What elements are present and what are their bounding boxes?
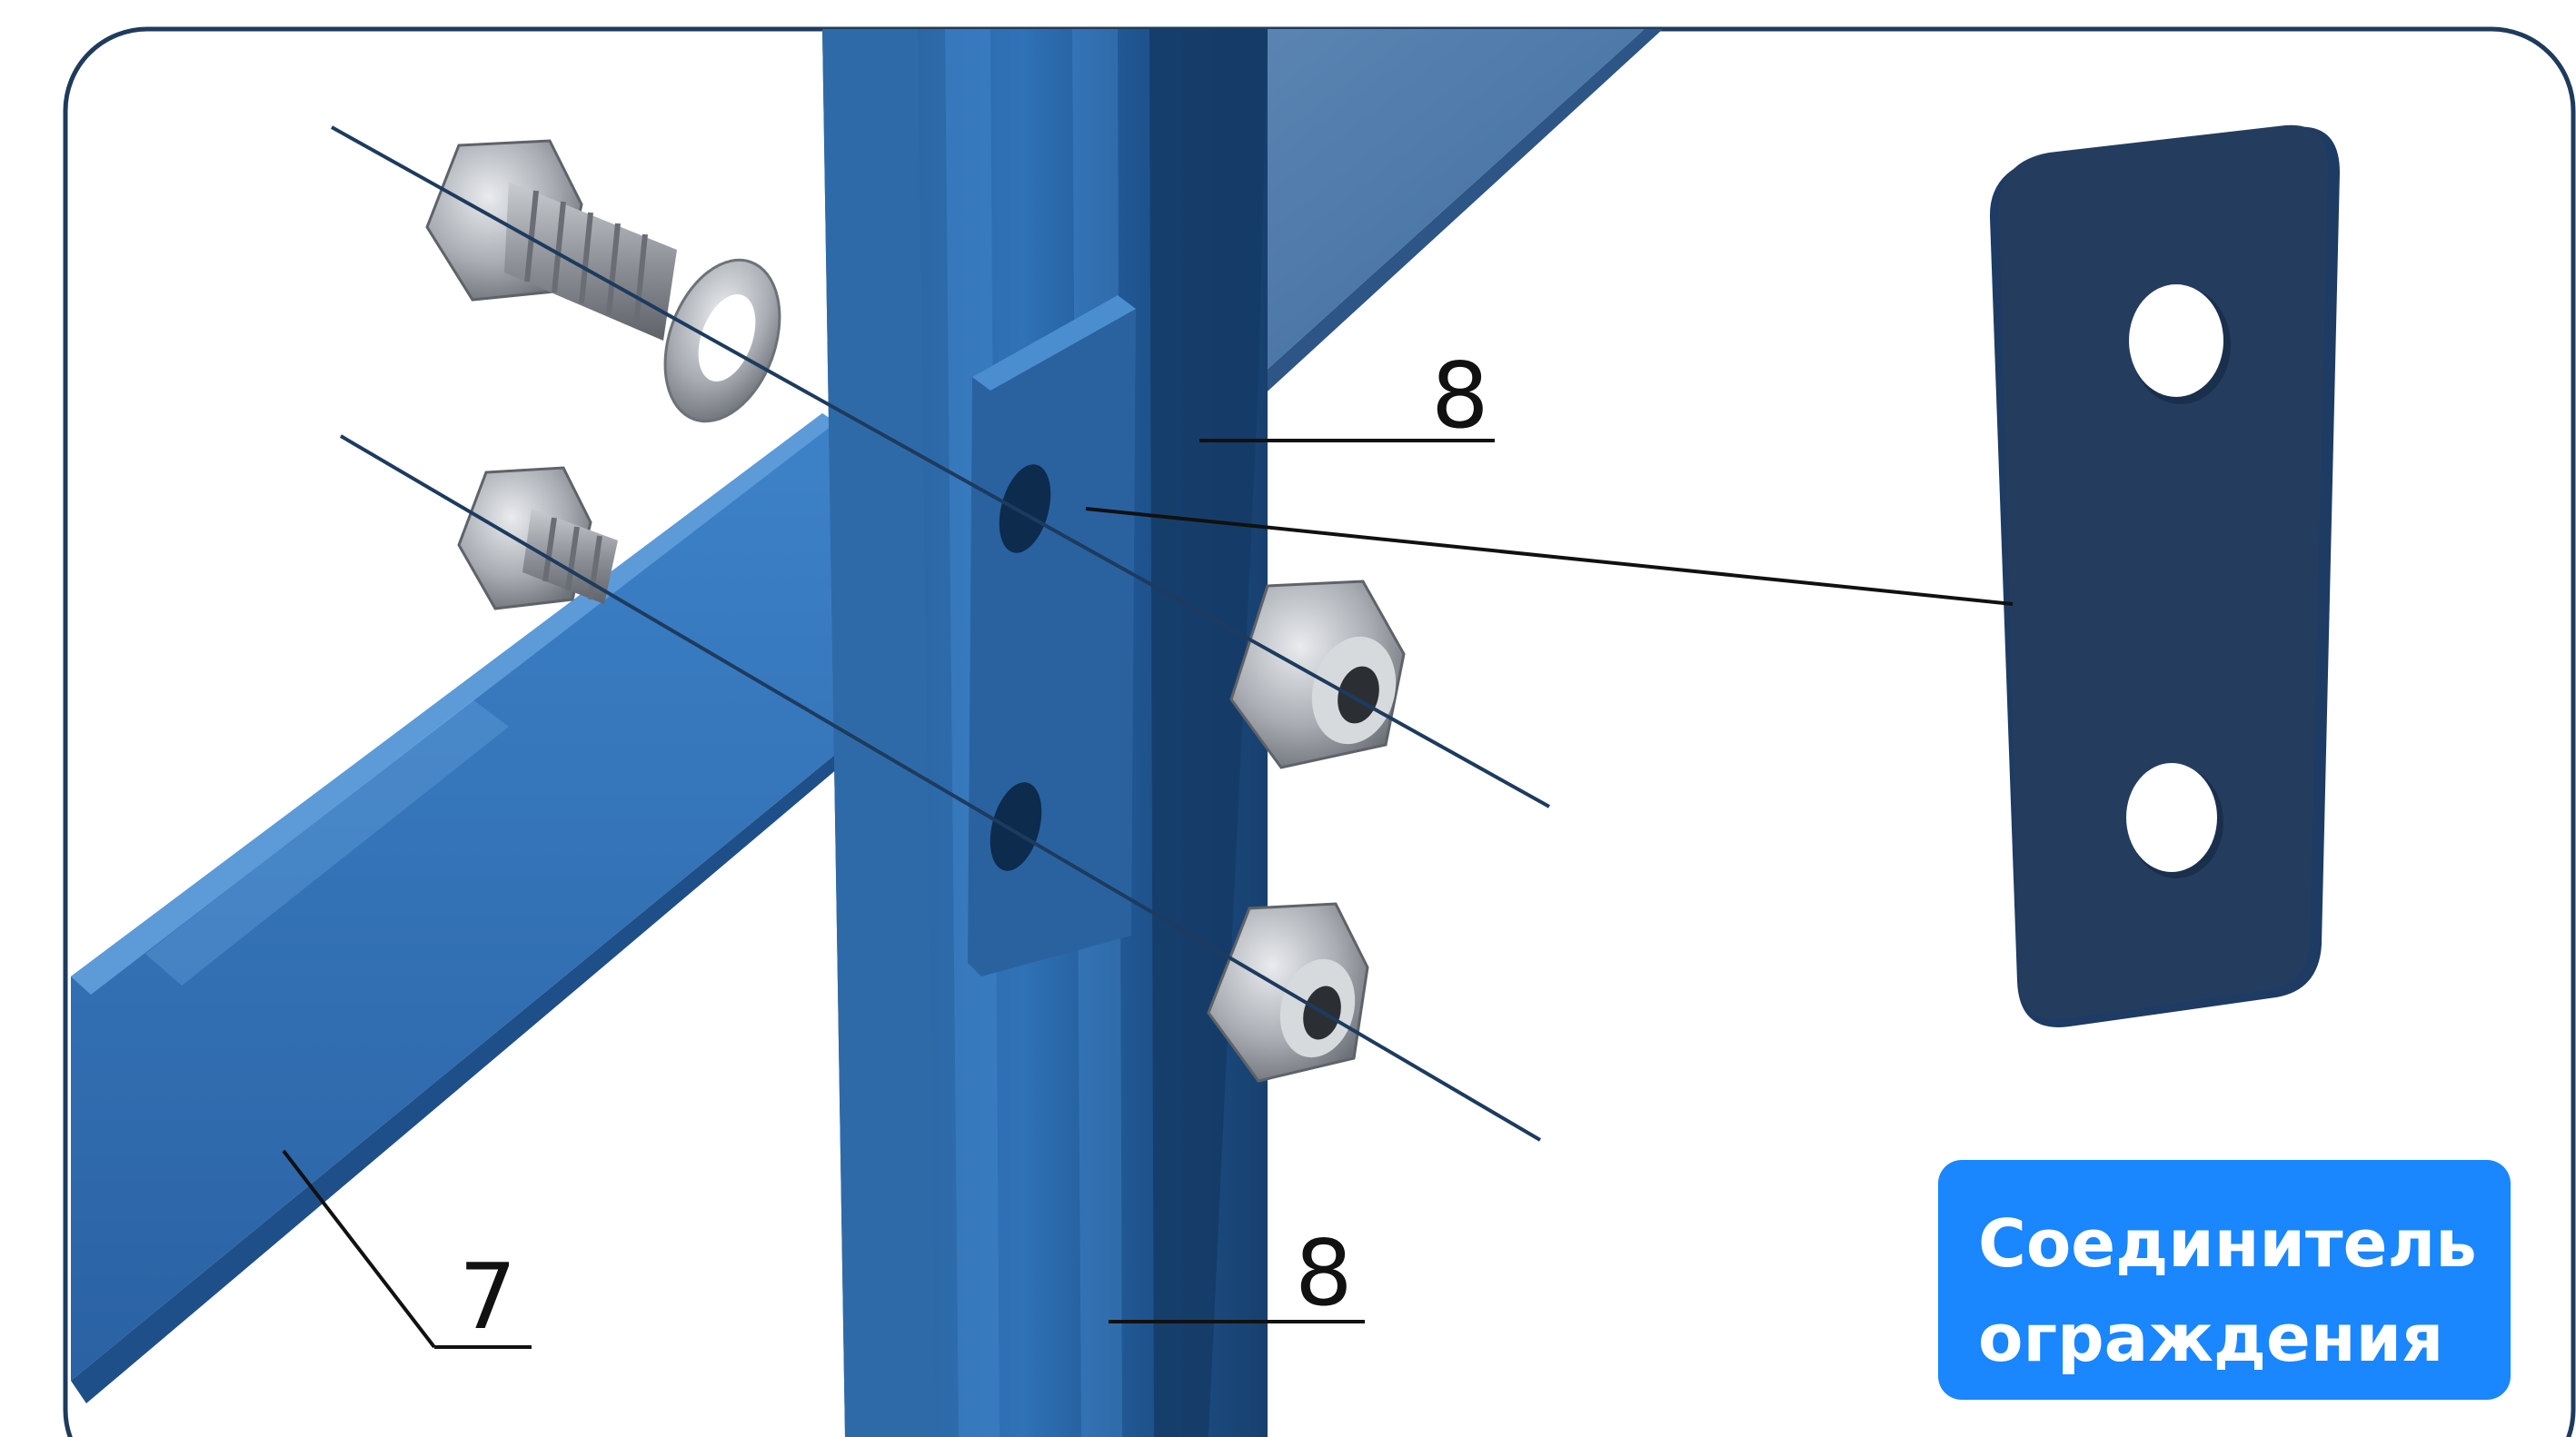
title-badge-line-2: ограждения	[1978, 1300, 2444, 1376]
plate-leader-line	[1085, 507, 2014, 606]
callout-leader-left-diag	[282, 1149, 436, 1349]
lower-bolt	[457, 466, 618, 610]
callout-label-left: 7	[459, 1244, 517, 1350]
back-rail	[1181, 29, 1663, 400]
detached-connector-plate	[1989, 124, 2340, 1027]
title-badge: Соединитель ограждения	[1938, 1160, 2511, 1400]
upper-washer	[663, 258, 781, 423]
title-badge-line-1: Соединитель	[1978, 1205, 2477, 1282]
lower-axis-line	[339, 434, 1542, 1142]
mounted-connector-plate	[968, 295, 1136, 976]
front-rail	[71, 413, 850, 1403]
upper-nut	[1229, 580, 1406, 769]
callout-label-bottom: 8	[1295, 1220, 1353, 1326]
upper-bolt	[425, 139, 677, 341]
upper-axis-line	[331, 125, 1550, 808]
callout-label-top-right: 8	[1431, 342, 1489, 449]
